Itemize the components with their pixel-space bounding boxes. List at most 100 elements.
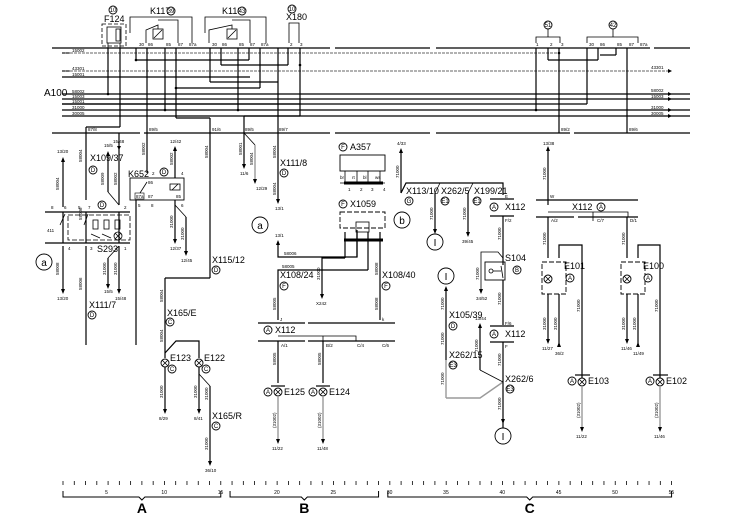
connector-ref: C — [170, 367, 175, 373]
bus-wire-label: 43301 — [72, 66, 85, 71]
connector-ref: D — [90, 313, 95, 319]
bus-label-a100: A100 — [44, 88, 68, 99]
connector-x111-8: X111/8 — [280, 158, 307, 168]
pin-label: 3 — [300, 42, 303, 47]
wire-code: 58009 — [100, 172, 105, 185]
wire-code: 58004 — [272, 182, 277, 195]
pin-label: 1 — [536, 42, 539, 47]
connector-ref: G — [407, 199, 412, 205]
loop-marker-b: b — [399, 216, 405, 227]
fuse-f124: 10 F124 — [85, 5, 127, 133]
bus-wire-label: 31000 — [72, 105, 85, 110]
pin-label: rt — [352, 175, 355, 180]
cross-ref: 13/1 — [275, 233, 284, 238]
pin-label: 2 — [550, 42, 553, 47]
cross-ref: 13/44 — [475, 316, 487, 321]
pin-label: 2 — [360, 187, 363, 192]
wire-code: 71000 — [475, 267, 480, 280]
wire-code: 31000 — [180, 227, 185, 240]
wire-code: 58004 — [159, 329, 164, 342]
connector-x262-15: X262/15 — [449, 350, 483, 360]
wire-code: 58004 — [78, 149, 83, 162]
lamp-e102: A E102 11/46 (31002) — [645, 374, 687, 439]
pin-label: 3 — [90, 246, 93, 251]
lamp-label-e123: E123 — [170, 353, 191, 363]
wire-code: 58005 — [272, 352, 277, 365]
wire-code: 31000 — [621, 317, 626, 330]
wire-code: 71000 — [440, 297, 445, 310]
cross-ref: 13/20 — [57, 149, 69, 154]
connector-ref: A — [266, 390, 270, 396]
cross-ref: 34/52 — [476, 296, 488, 301]
component-label-k652: K652 — [128, 169, 149, 179]
component-ref: 51 — [545, 23, 552, 29]
cross-ref: 11/46 — [654, 434, 665, 439]
connector-label-x112: X112 — [505, 202, 525, 212]
pin-label: 4 — [181, 171, 184, 176]
wire-code: 58004 — [55, 177, 60, 190]
connector-x165-r: X165/R — [212, 411, 243, 421]
section-a-circuit: 58004 X109/37 D 58006 13/20 58004 15/5 5… — [35, 133, 131, 345]
cross-ref: 12/42 — [170, 139, 182, 144]
connector-ref: C — [168, 320, 173, 326]
wire-code: 71000 — [440, 332, 445, 345]
cross-ref: 8/29 — [159, 416, 168, 421]
pin-label: 87 — [178, 42, 184, 47]
component-ref: 42 — [610, 23, 617, 29]
scale-label: 10 — [161, 490, 167, 496]
pin-label: 8 — [51, 205, 54, 210]
pin-label: 30 — [212, 42, 218, 47]
lamp-label-e101: E101 — [564, 261, 585, 271]
pin-label: 6 — [181, 203, 184, 208]
lamp-label-e103: E103 — [588, 376, 609, 386]
pin-label: A/1 — [281, 343, 288, 348]
section-b-circuit: 12/29 58004 11/6 58001 58004 X111/8 D 58… — [238, 132, 416, 451]
switch-s104: S104 B 34/52 71000 71000 — [475, 251, 526, 325]
cross-ref: 11/46 — [621, 346, 632, 351]
connector-x180: 10 X180 2 3 — [243, 4, 307, 133]
connector-ref: F — [341, 202, 345, 208]
pin-label: 30 — [589, 42, 595, 47]
lamp-label-e122: E122 — [204, 353, 225, 363]
connector-ref: E3 — [449, 363, 457, 369]
pin-label: 87 — [148, 194, 154, 199]
connector-ref: A — [646, 276, 650, 282]
cross-ref: 13/1 — [275, 206, 284, 211]
connector-x112-b: J k A X112 A/1 B/2 C/4 C/6 — [258, 317, 395, 348]
component-ref: 43 — [239, 9, 246, 15]
wire-code: 58002 — [169, 152, 174, 165]
pin-label: F — [505, 344, 508, 349]
wire-code: 58006 — [78, 277, 83, 290]
cross-ref: 12/37 — [170, 246, 182, 251]
pin-label: br — [340, 175, 345, 180]
pin-label: 86 — [148, 180, 154, 185]
cross-ref: 15/5 — [104, 143, 113, 148]
pin-label: 30 — [139, 42, 145, 47]
bus-labels-left: A100 15002 43301 15001 58002 15003 15001… — [44, 48, 85, 117]
wire-code: 58008 — [55, 262, 60, 275]
connector-label-x112: X112 — [275, 325, 295, 335]
section-c-circuit: 4/33 71000 X113/10 G X262/5 E1 X199/21 E… — [395, 141, 687, 445]
pin-label: 7 — [88, 205, 91, 210]
connector-ref: A — [492, 205, 496, 211]
pin-label: 87a — [189, 42, 197, 47]
connector-ref: F — [341, 145, 345, 151]
wire-code: 71000 — [497, 353, 502, 366]
wire-code: 71000 — [429, 207, 434, 220]
bus-wire-label: 31000 — [651, 105, 664, 110]
module-a357: F A357 br rt bl ws 1 2 3 4 — [338, 142, 386, 192]
section-bracket — [62, 491, 222, 501]
pin-label: J — [280, 317, 282, 322]
loop-marker-i: I — [445, 272, 448, 283]
bus-wire-label: 30005 — [72, 111, 85, 116]
pin-label: 87a — [136, 194, 144, 199]
wire-code: 71000 — [621, 232, 626, 245]
scale-label: 30 — [387, 490, 393, 496]
connector-ref: D — [282, 171, 287, 177]
wire-code: 58006 — [78, 207, 83, 220]
pin-label: 2 — [290, 42, 293, 47]
connector-x109-37: X109/37 — [90, 153, 124, 163]
component-label-x180: X180 — [286, 12, 307, 22]
pin-label: 8 — [151, 203, 154, 208]
